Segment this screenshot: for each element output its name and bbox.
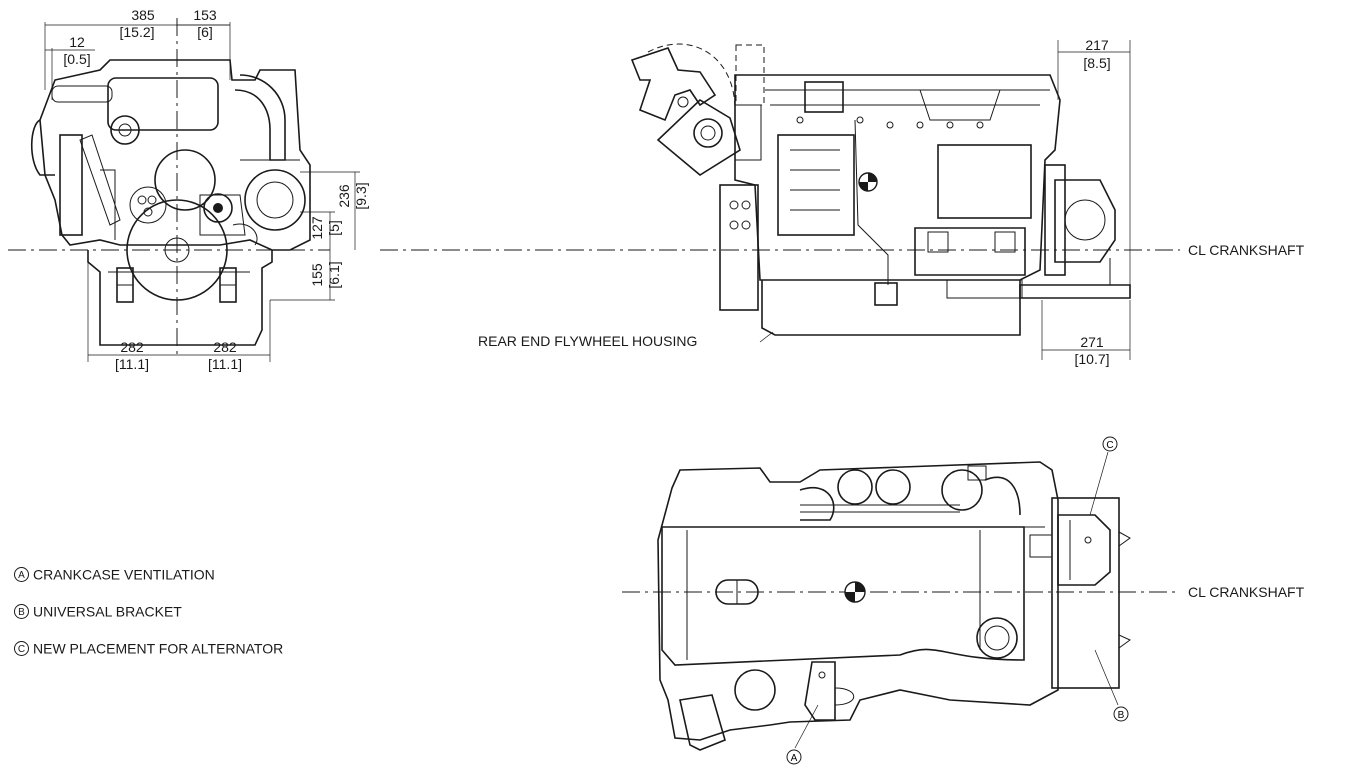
- callout-c-text: C: [1106, 440, 1113, 451]
- front-block-outline: [39, 59, 311, 251]
- side-view: CL CRANKSHAFT: [380, 37, 1305, 367]
- legend-text-a: CRANKCASE VENTILATION: [33, 566, 215, 583]
- callout-b: [1113, 706, 1129, 722]
- side-front-pulley: [734, 104, 762, 161]
- side-turbo: [656, 99, 741, 176]
- side-universal-bracket: [1019, 284, 1131, 299]
- side-exhaust-elbow: [630, 47, 717, 122]
- side-swing-arc: [647, 43, 736, 111]
- front-alternator: [244, 169, 306, 231]
- side-oil-pan: [761, 280, 1021, 336]
- top-air-filter-1: [837, 469, 873, 505]
- callout-a: [786, 749, 802, 765]
- top-cl-label: CL CRANKSHAFT: [1188, 584, 1305, 600]
- top-air-filter-2: [875, 469, 911, 505]
- dim-282-left-in: [11.1]: [115, 356, 149, 372]
- top-crankcase-ventilation: [804, 661, 836, 721]
- legend-text-b: UNIVERSAL BRACKET: [33, 603, 182, 620]
- top-alternator-new: [1057, 514, 1111, 586]
- side-rear-mount: [719, 184, 759, 311]
- dim-271-in: [10.7]: [1074, 351, 1109, 367]
- side-ecu-box: [937, 144, 1032, 219]
- dim-127: 127: [309, 216, 325, 240]
- dim-217: 217: [1085, 37, 1109, 53]
- top-pulley-aft: [976, 617, 1018, 659]
- dim-236-in: [9.3]: [353, 182, 369, 209]
- dim-12: 12: [69, 34, 85, 50]
- front-water-pump: [203, 193, 233, 223]
- dim-217-in: [8.5]: [1083, 55, 1110, 71]
- side-heat-exchanger: [777, 134, 855, 236]
- dim-153-in: [6]: [197, 24, 213, 40]
- side-dipstick-cap: [874, 282, 898, 306]
- front-belt-guard: [79, 134, 121, 226]
- dim-153: 153: [193, 7, 217, 23]
- callout-c: [1102, 436, 1118, 452]
- top-valve-cover: [661, 526, 1025, 666]
- front-filter-left: [59, 134, 83, 236]
- callout-b-text: B: [1118, 710, 1125, 721]
- top-universal-bracket: [1051, 497, 1120, 689]
- top-turbo: [941, 469, 983, 511]
- top-view: CL CRANKSHAFT: [622, 436, 1305, 765]
- dim-12-in: [0.5]: [63, 51, 90, 67]
- top-exhaust-pipe: [984, 476, 1021, 516]
- dim-282-right: 282: [213, 339, 237, 355]
- front-oil-pan: [87, 250, 273, 346]
- dim-155-in: [6.1]: [326, 261, 342, 288]
- dim-282-left: 282: [120, 339, 144, 355]
- dim-385-in: [15.2]: [119, 24, 154, 40]
- side-cl-label: CL CRANKSHAFT: [1188, 242, 1305, 258]
- top-alt-fwd: [734, 669, 776, 711]
- callout-a-text: A: [791, 753, 798, 764]
- top-intake-hose: [799, 487, 835, 521]
- side-alternator: [1054, 179, 1116, 263]
- dim-127-in: [5]: [326, 220, 342, 236]
- side-dipstick: [854, 119, 889, 285]
- top-oil-filter: [679, 694, 726, 751]
- front-turbo-housing: [107, 77, 219, 131]
- dim-385: 385: [131, 7, 155, 23]
- front-exhaust-elbow: [234, 74, 286, 161]
- side-starter: [914, 227, 1026, 276]
- rear-end-label: REAR END FLYWHEEL HOUSING: [478, 333, 697, 349]
- front-left-cover: [30, 119, 55, 176]
- side-injector-unit: [804, 81, 844, 113]
- legend-mark-c: C: [14, 640, 29, 656]
- dim-271: 271: [1080, 334, 1104, 350]
- front-idler: [129, 186, 167, 224]
- front-pulley-small: [110, 115, 140, 145]
- top-block-outline: [657, 461, 1059, 741]
- legend-text-c: NEW PLACEMENT FOR ALTERNATOR: [33, 640, 284, 657]
- side-block-outline: [734, 74, 1061, 281]
- front-view: 385 [15.2] 153 [6] 12 [0.5] 236 [9.3] 12…: [8, 7, 369, 372]
- legend-mark-a: A: [14, 566, 29, 582]
- front-pulley-main: [154, 149, 216, 211]
- dim-155: 155: [309, 263, 325, 287]
- dim-236: 236: [336, 184, 352, 208]
- front-hose-top: [51, 85, 113, 103]
- dim-282-right-in: [11.1]: [208, 356, 242, 372]
- front-crank-pulley: [126, 199, 228, 301]
- legend-mark-b: B: [14, 603, 29, 619]
